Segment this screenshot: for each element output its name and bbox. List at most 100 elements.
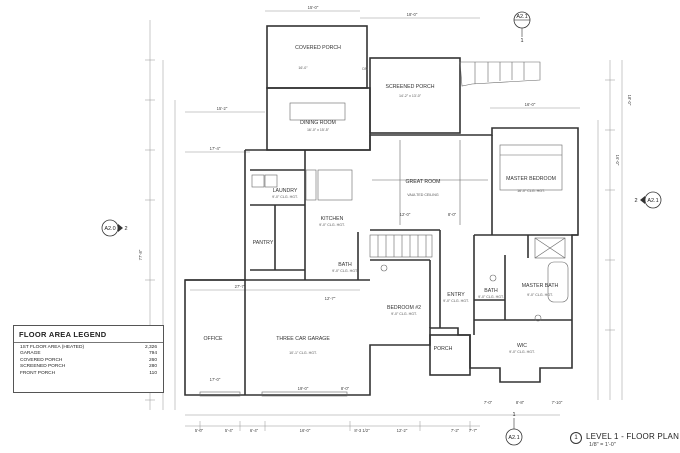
wic-label: WIC — [517, 343, 527, 349]
kitchen-island — [317, 169, 353, 201]
dim-bot-8-3: 8'-3 1/2" — [354, 428, 370, 433]
legend-row-label: COVERED PORCH — [20, 357, 63, 363]
master-bath-dim: 9'-0" CLG. HGT. — [527, 293, 553, 297]
legend-row-value: 110 — [149, 370, 157, 376]
dim-bot-12-2: 12'-2" — [397, 428, 408, 433]
garage-label: THREE CAR GARAGE — [276, 336, 330, 342]
bath2-label: BATH — [484, 288, 498, 294]
dim-12-0: 12'-0" — [400, 212, 411, 217]
drawing-scale: 1/8" = 1'-0" — [589, 442, 616, 448]
screened-porch-label: SCREENED PORCH — [385, 84, 434, 90]
dim-rear-18-0: 18'-0" — [407, 12, 418, 17]
dim-8-0b: 8'-0" — [341, 386, 350, 391]
entry-dim: 9'-0" CLG. HGT. — [443, 299, 469, 303]
front-porch-outline — [429, 334, 471, 376]
dining-table — [289, 102, 346, 121]
dim-bot-5-0: 5'-0" — [195, 428, 204, 433]
section-num-left: 2 — [124, 226, 127, 232]
dim-bot-5-4: 5'-4" — [225, 428, 234, 433]
legend-row-label: FRONT PORCH — [20, 370, 56, 376]
legend-row-value: 260 — [148, 357, 157, 363]
dining-room-label: DINING ROOM — [300, 120, 336, 126]
dim-bot-16-0: 16'-0" — [300, 428, 311, 433]
bedroom2-dim: 9'-0" CLG. HGT. — [391, 312, 417, 316]
section-tag-right: A2.1 — [647, 198, 658, 204]
dimension-labels: 15'-0" 18'-0" 15'-2" 17'-4" 16'-0" 12'-0… — [138, 5, 632, 433]
dim-16-0: 16'-0" — [525, 102, 536, 107]
screened-porch-dim: 14'-2" x 13'-0" — [399, 94, 422, 98]
covered-porch-label: COVERED PORCH — [295, 45, 341, 51]
dim-bot-6-4: 6'-4" — [250, 428, 259, 433]
legend-row-label: 1ST FLOOR AREA (HEATED) — [20, 344, 85, 350]
legend-row-label: SCREENED PORCH — [20, 364, 66, 369]
kitchen-dim: 9'-0" CLG. HGT. — [319, 223, 345, 227]
section-marker-right: A2.1 2 — [634, 191, 662, 209]
legend-row: GARAGE 794 — [14, 350, 163, 356]
legend-row: FRONT PORCH 110 — [14, 369, 163, 376]
dimension-lines — [145, 10, 623, 431]
dim-17-4: 17'-4" — [210, 146, 221, 151]
legend-row-value: 794 — [148, 351, 157, 356]
dim-bot-7-10: 7'-10" — [552, 400, 563, 405]
laundry-label: LAUNDRY — [273, 188, 298, 194]
wic-dim: 9'-0" CLG. HGT. — [509, 350, 535, 354]
dim-17-0: 17'-0" — [210, 377, 221, 382]
pantry-label: PANTRY — [253, 240, 274, 246]
section-num-bottom: 1 — [512, 412, 515, 418]
bath2-dim: 9'-0" CLG. HGT. — [478, 295, 504, 299]
legend-row: COVERED PORCH 260 — [14, 356, 163, 363]
dim-15-2: 15'-2" — [217, 106, 228, 111]
great-room-note: VAULTED CEILING — [407, 193, 439, 197]
dim-right-16: 16'-0" — [615, 155, 620, 166]
dining-room-outline — [266, 87, 371, 151]
laundry-dim: 9'-0" CLG. HGT. — [272, 195, 298, 199]
covered-porch-outline — [266, 25, 368, 89]
legend-row-value: 2,326 — [144, 344, 157, 350]
kitchen-label: KITCHEN — [321, 216, 344, 222]
master-bedroom-dim: 16'-0" CLG. HGT. — [517, 189, 545, 193]
section-tag-left: A2.0 — [104, 226, 115, 232]
porch-stair — [459, 61, 541, 87]
master-bath-label: MASTER BATH — [522, 283, 559, 289]
section-marker-top: A2.1 1 — [513, 11, 531, 44]
entry-label: ENTRY — [447, 292, 465, 298]
master-bed — [499, 144, 563, 191]
bath-dim: 9'-0" CLG. HGT. — [332, 269, 358, 273]
section-tag-bottom: A2.1 — [508, 435, 519, 441]
floor-area-legend: FLOOR AREA LEGEND 1ST FLOOR AREA (HEATED… — [13, 325, 164, 393]
drawing-number-badge: 1 — [570, 432, 582, 444]
section-marker-bottom: A2.1 1 — [505, 412, 523, 446]
dim-bot-7-7: 7'-7" — [469, 428, 478, 433]
bath-label: BATH — [338, 262, 352, 268]
walls — [184, 25, 579, 396]
front-porch-label: PORCH — [434, 346, 453, 352]
dim-left-77: 77'-8" — [138, 249, 143, 260]
dn-label: DN — [362, 67, 368, 71]
great-room-label: GREAT ROOM — [406, 179, 441, 185]
section-marker-left: A2.0 2 — [101, 219, 128, 237]
covered-porch-dim: 16'-0" — [298, 66, 308, 70]
section-num-right: 2 — [634, 198, 637, 204]
main-house-outline — [184, 127, 579, 396]
bedroom2-label: BEDROOM #2 — [387, 305, 421, 311]
dining-room-dim: 16'-0" x 15'-5" — [307, 128, 330, 132]
room-labels: COVERED PORCH 16'-0" SCREENED PORCH 14'-… — [203, 45, 558, 355]
legend-row: 1ST FLOOR AREA (HEATED) 2,326 — [14, 343, 163, 350]
section-tag-top: A2.1 — [516, 14, 527, 20]
dim-right-18: 18'-0" — [627, 95, 632, 106]
legend-row-label: GARAGE — [20, 351, 41, 356]
fixtures — [199, 102, 569, 397]
legend-row-value: 280 — [148, 364, 157, 369]
dim-top-15-0: 15'-0" — [308, 5, 319, 10]
legend-title: FLOOR AREA LEGEND — [14, 326, 163, 343]
interior-stair — [369, 234, 433, 258]
section-num-top: 1 — [520, 38, 523, 44]
master-bedroom-label: MASTER BEDROOM — [506, 176, 556, 182]
drawing-title: LEVEL 1 - FLOOR PLAN — [586, 432, 680, 441]
dim-19-0: 19'-0" — [298, 386, 309, 391]
dim-bot-7-0: 7'-0" — [484, 400, 493, 405]
legend-row: SCREENED PORCH 280 — [14, 363, 163, 369]
dim-bot-7-2: 7'-2" — [451, 428, 460, 433]
office-label: OFFICE — [203, 336, 223, 342]
